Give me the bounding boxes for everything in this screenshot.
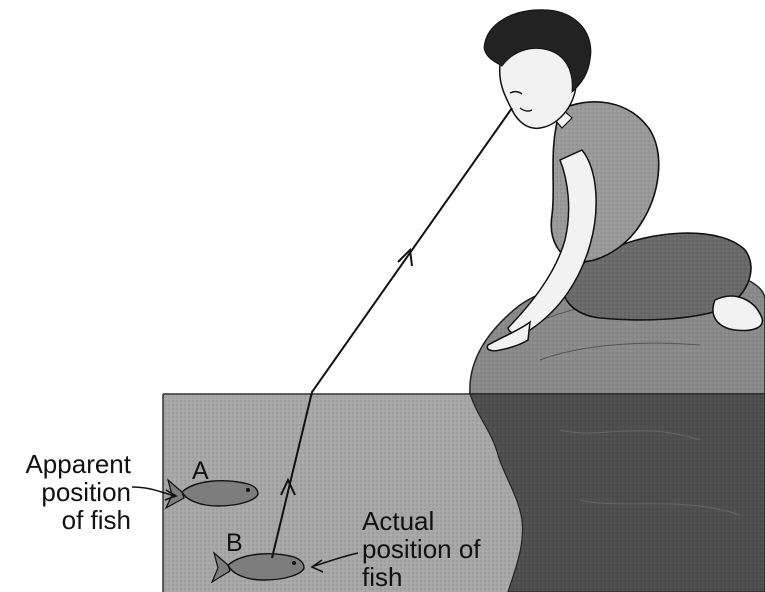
actual-label-line3: fish [362, 564, 402, 590]
arrow-in-air [398, 250, 412, 266]
apparent-label-line2: position [0, 479, 131, 505]
fish-b-label: B [226, 531, 243, 556]
apparent-label-line3: of fish [0, 507, 131, 533]
actual-label-line1: Actual [362, 508, 434, 534]
observer-person [484, 10, 762, 351]
apparent-label-line1: Apparent [0, 451, 131, 477]
actual-label-line2: position of [362, 536, 481, 562]
fish-a-label: A [192, 459, 209, 484]
